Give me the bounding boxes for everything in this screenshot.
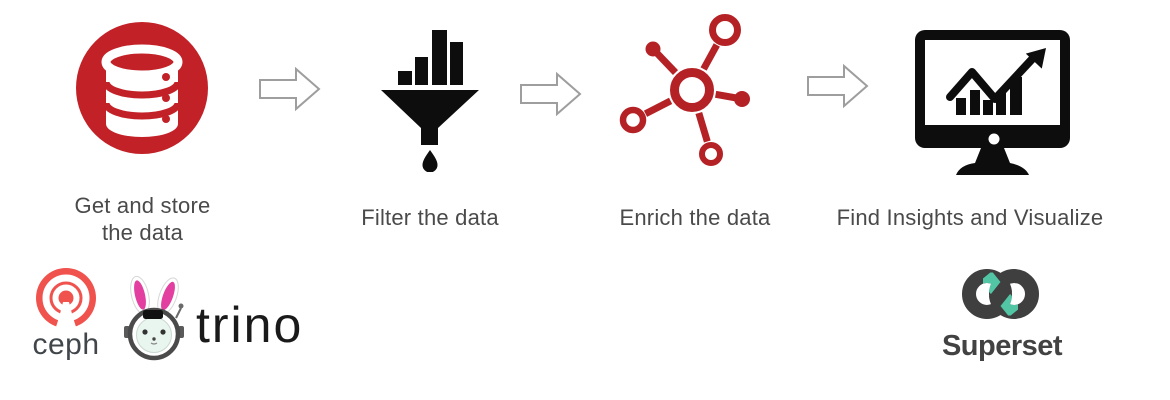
stage-label-enrich: Enrich the data bbox=[595, 204, 795, 231]
stage-label-text: Find Insights and Visualize bbox=[836, 205, 1104, 230]
stage-label-line1: Get and store bbox=[74, 193, 211, 218]
database-icon bbox=[76, 22, 208, 154]
ceph-logo-icon bbox=[36, 268, 96, 330]
connector-arrow-2 bbox=[519, 71, 583, 122]
funnel-filter-icon bbox=[381, 30, 479, 173]
connector-arrow-1 bbox=[258, 66, 322, 117]
right-arrow-icon bbox=[259, 66, 321, 112]
stage-label-visualize: Find Insights and Visualize bbox=[835, 204, 1105, 231]
stage-label-line2: the data bbox=[101, 220, 184, 245]
stage-label-filter: Filter the data bbox=[330, 204, 530, 231]
trino-bunny-icon bbox=[124, 275, 184, 361]
ceph-logo-text: ceph bbox=[32, 328, 100, 361]
stage-filter bbox=[380, 24, 480, 173]
right-arrow-icon bbox=[807, 63, 869, 109]
trino-logo bbox=[112, 266, 192, 370]
monitor-chart-icon bbox=[915, 30, 1070, 175]
superset-infinity-icon bbox=[962, 269, 1039, 319]
connector-arrow-3 bbox=[806, 63, 870, 114]
stage-enrich bbox=[615, 5, 775, 180]
ceph-logo bbox=[30, 267, 102, 333]
stage-label-text: Filter the data bbox=[361, 205, 499, 230]
network-nodes-icon bbox=[619, 14, 750, 166]
right-arrow-icon bbox=[520, 71, 582, 117]
superset-logo-text: Superset bbox=[941, 330, 1063, 362]
stage-label-text: Enrich the data bbox=[619, 205, 771, 230]
superset-logo bbox=[958, 263, 1044, 327]
stage-get-store bbox=[76, 22, 208, 154]
trino-logo-text: trino bbox=[196, 297, 304, 353]
stage-label-get-store: Get and store the data bbox=[40, 192, 245, 246]
stage-visualize bbox=[905, 22, 1083, 180]
